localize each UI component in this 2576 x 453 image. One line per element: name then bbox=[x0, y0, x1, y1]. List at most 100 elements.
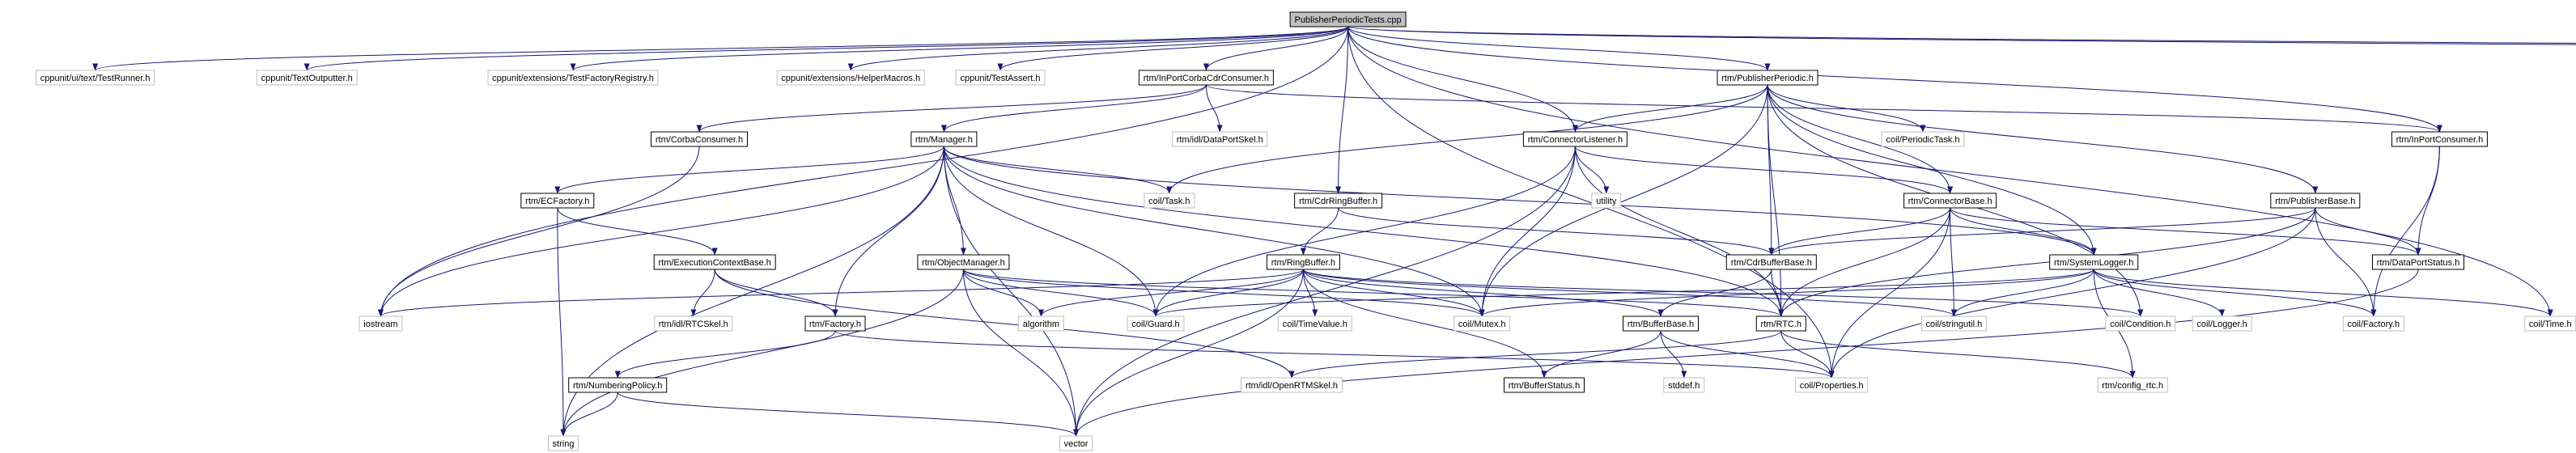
node-box-dataportstatus bbox=[2372, 254, 2464, 270]
node-ecfactory[interactable]: rtm/ECFactory.h bbox=[520, 193, 595, 209]
node-inportcorbacdr[interactable]: rtm/InPortCorbaCdrConsumer.h bbox=[1138, 70, 1274, 86]
edge-ringbuffer-to-iostream bbox=[378, 269, 1304, 317]
node-label-stddef: stddef.h bbox=[1668, 381, 1700, 391]
node-box-properties bbox=[1795, 377, 1869, 393]
edge-cdrringbuffer-to-ringbuffer bbox=[1300, 207, 1339, 256]
edge-publisherbase-to-cdrbufferbase bbox=[1768, 207, 2316, 256]
node-label-cdrringbuffer: rtm/CdrRingBuffer.h bbox=[1299, 197, 1377, 206]
node-objectmanager[interactable]: rtm/ObjectManager.h bbox=[917, 254, 1010, 270]
node-label-numberingpolicy: rtm/NumberingPolicy.h bbox=[573, 381, 662, 391]
node-manager[interactable]: rtm/Manager.h bbox=[910, 131, 978, 147]
edge-objectmanager-to-mutex bbox=[962, 269, 1485, 317]
node-executioncontextbase[interactable]: rtm/ExecutionContextBase.h bbox=[653, 254, 776, 270]
edge-connectorbase-to-systemlogger bbox=[1950, 207, 2097, 256]
edge-root-to-time bbox=[1347, 26, 2553, 317]
node-rtc[interactable]: rtm/RTC.h bbox=[1755, 315, 1806, 332]
node-box-guard bbox=[1127, 315, 1185, 332]
node-box-algorithm bbox=[1017, 315, 1064, 332]
edge-systemlogger-to-coilfactory bbox=[2093, 269, 2377, 317]
edge-inportcorbacdr-to-corbaconsumer bbox=[696, 84, 1207, 133]
node-cdrringbuffer[interactable]: rtm/CdrRingBuffer.h bbox=[1294, 193, 1383, 209]
node-label-publisherbase: rtm/PublisherBase.h bbox=[2275, 197, 2355, 206]
node-box-inportconsumer bbox=[2391, 131, 2488, 147]
edge-systemlogger-to-stringutil bbox=[1950, 269, 2094, 317]
node-properties: coil/Properties.h bbox=[1795, 377, 1869, 393]
edge-executioncontextbase-to-rtcskel bbox=[690, 269, 715, 317]
node-root[interactable]: PublisherPeriodicTests.cpp bbox=[1289, 11, 1407, 28]
node-systemlogger[interactable]: rtm/SystemLogger.h bbox=[2049, 254, 2139, 270]
edge-publisherbase-to-coilfactory bbox=[2315, 207, 2377, 317]
node-label-openrtmskel: rtm/idl/OpenRTMSkel.h bbox=[1246, 381, 1338, 391]
node-label-time: coil/Time.h bbox=[2529, 320, 2572, 329]
edge-root-to-basicdatatypeskel bbox=[1347, 26, 2576, 44]
edge-publisherperiodic-to-mutex bbox=[1479, 84, 1768, 317]
edge-manager-to-mutex bbox=[943, 146, 1485, 317]
edge-ecfactory-to-executioncontextbase bbox=[557, 207, 718, 256]
node-label-factory: rtm/Factory.h bbox=[809, 320, 861, 329]
node-publisherperiodic[interactable]: rtm/PublisherPeriodic.h bbox=[1717, 70, 1818, 86]
node-box-publisherperiodic bbox=[1717, 70, 1818, 86]
node-guard: coil/Guard.h bbox=[1127, 315, 1185, 332]
edge-root-to-properties bbox=[1347, 26, 1835, 379]
node-bufferstatus[interactable]: rtm/BufferStatus.h bbox=[1504, 377, 1585, 393]
edge-ringbuffer-to-algorithm bbox=[1038, 269, 1304, 317]
node-label-stringutil: coil/stringutil.h bbox=[1926, 320, 1983, 329]
node-inportconsumer[interactable]: rtm/InPortConsumer.h bbox=[2391, 131, 2488, 147]
edge-rtc-to-properties bbox=[1780, 330, 1835, 379]
node-box-cdrringbuffer bbox=[1294, 193, 1383, 209]
node-periodictask: coil/PeriodicTask.h bbox=[1881, 131, 1965, 147]
node-condition: coil/Condition.h bbox=[2105, 315, 2176, 332]
node-label-testassert: cppunit/TestAssert.h bbox=[960, 74, 1040, 83]
node-stringutil: coil/stringutil.h bbox=[1920, 315, 1987, 332]
node-label-corbaconsumer: rtm/CorbaConsumer.h bbox=[656, 135, 743, 145]
node-label-bufferstatus: rtm/BufferStatus.h bbox=[1509, 381, 1580, 391]
node-label-bufferbase: rtm/BufferBase.h bbox=[1628, 320, 1694, 329]
edge-manager-to-ecfactory bbox=[554, 146, 944, 194]
node-label-string: string bbox=[553, 439, 575, 449]
edge-systemlogger-to-mutex bbox=[1479, 269, 2094, 317]
edge-inportconsumer-to-dataportstatus bbox=[2415, 146, 2440, 256]
edge-bufferbase-to-stddef bbox=[1660, 330, 1687, 379]
node-bufferbase[interactable]: rtm/BufferBase.h bbox=[1623, 315, 1699, 332]
edge-executioncontextbase-to-factory bbox=[714, 269, 838, 317]
node-factory[interactable]: rtm/Factory.h bbox=[804, 315, 866, 332]
node-label-dataportskel: rtm/idl/DataPortSkel.h bbox=[1177, 135, 1263, 145]
node-dataportstatus[interactable]: rtm/DataPortStatus.h bbox=[2372, 254, 2464, 270]
edge-connectorlistener-to-rtc bbox=[1574, 146, 1785, 317]
node-openrtmskel: rtm/idl/OpenRTMSkel.h bbox=[1241, 377, 1343, 393]
node-box-iostream bbox=[359, 315, 403, 332]
node-box-corbaconsumer bbox=[651, 131, 748, 147]
node-label-algorithm: algorithm bbox=[1023, 320, 1059, 329]
node-publisherbase[interactable]: rtm/PublisherBase.h bbox=[2270, 193, 2361, 209]
node-helpermacros: cppunit/extensions/HelperMacros.h bbox=[776, 70, 925, 86]
edge-publisherperiodic-to-task bbox=[1166, 84, 1768, 194]
edge-root-to-publisherperiodic bbox=[1347, 26, 1771, 71]
node-corbaconsumer[interactable]: rtm/CorbaConsumer.h bbox=[651, 131, 748, 147]
node-configrtc: rtm/config_rtc.h bbox=[2097, 377, 2168, 393]
node-box-systemlogger bbox=[2049, 254, 2139, 270]
node-cdrbufferbase[interactable]: rtm/CdrBufferBase.h bbox=[1725, 254, 1817, 270]
edge-manager-to-rtc bbox=[943, 146, 1785, 317]
node-utility: utility bbox=[1591, 193, 1622, 209]
node-box-ecfactory bbox=[520, 193, 595, 209]
node-label-dataportstatus: rtm/DataPortStatus.h bbox=[2377, 258, 2460, 268]
node-label-testrunner: cppunit/ui/text/TestRunner.h bbox=[40, 74, 151, 83]
node-ringbuffer[interactable]: rtm/RingBuffer.h bbox=[1266, 254, 1340, 270]
node-numberingpolicy[interactable]: rtm/NumberingPolicy.h bbox=[568, 377, 668, 393]
node-label-rtcskel: rtm/idl/RTCSkel.h bbox=[659, 320, 728, 329]
edge-cdrbufferbase-to-rtc bbox=[1771, 269, 1785, 317]
node-box-mutex bbox=[1454, 315, 1511, 332]
edge-inportcorbacdr-to-manager bbox=[940, 84, 1207, 133]
node-label-inportcorbacdr: rtm/InPortCorbaCdrConsumer.h bbox=[1144, 74, 1269, 83]
edge-rtc-to-configrtc bbox=[1780, 330, 2136, 379]
node-connectorbase[interactable]: rtm/ConnectorBase.h bbox=[1903, 193, 1997, 209]
edge-inportconsumer-to-coilfactory bbox=[2370, 146, 2440, 317]
edge-publisherperiodic-to-systemlogger bbox=[1767, 84, 2097, 256]
edge-connectorbase-to-dataportstatus bbox=[1950, 207, 2421, 256]
node-connectorlistener[interactable]: rtm/ConnectorListener.h bbox=[1522, 131, 1628, 147]
edge-publisherbase-to-properties bbox=[1828, 207, 2316, 379]
node-label-rtc: rtm/RTC.h bbox=[1761, 320, 1802, 329]
node-time: coil/Time.h bbox=[2524, 315, 2576, 332]
node-box-openrtmskel bbox=[1241, 377, 1343, 393]
